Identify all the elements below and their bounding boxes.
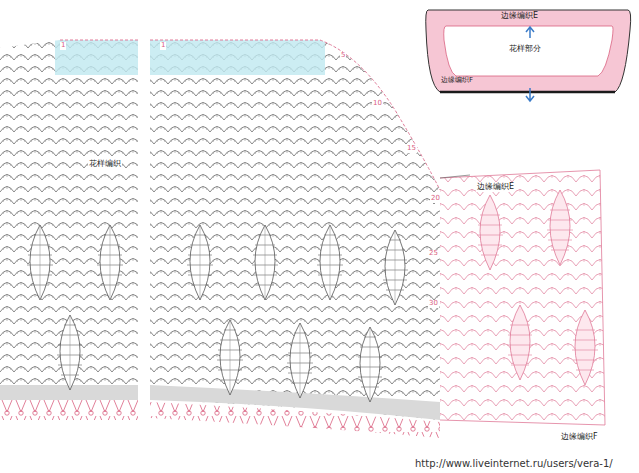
row-number: 10	[372, 100, 383, 108]
row-number: 25	[428, 250, 439, 258]
row-number: 1	[60, 42, 66, 50]
inset-label: 边缘编织E	[500, 12, 539, 21]
row-number: 5	[340, 52, 346, 60]
row-number: 20	[430, 195, 441, 203]
row-number: 30	[428, 300, 439, 308]
inset-label: 花样部分	[508, 45, 542, 54]
inset-label: 边缘编织F	[440, 77, 474, 85]
watermark: http://www.liveinternet.ru/users/vera-1/	[414, 458, 614, 469]
row-number: 15	[406, 145, 417, 153]
part-label: 边缘编织E	[476, 183, 515, 192]
part-label: 边缘编织F	[560, 433, 599, 442]
row-number: 1	[160, 42, 166, 50]
part-label: 花样编织	[88, 160, 122, 169]
